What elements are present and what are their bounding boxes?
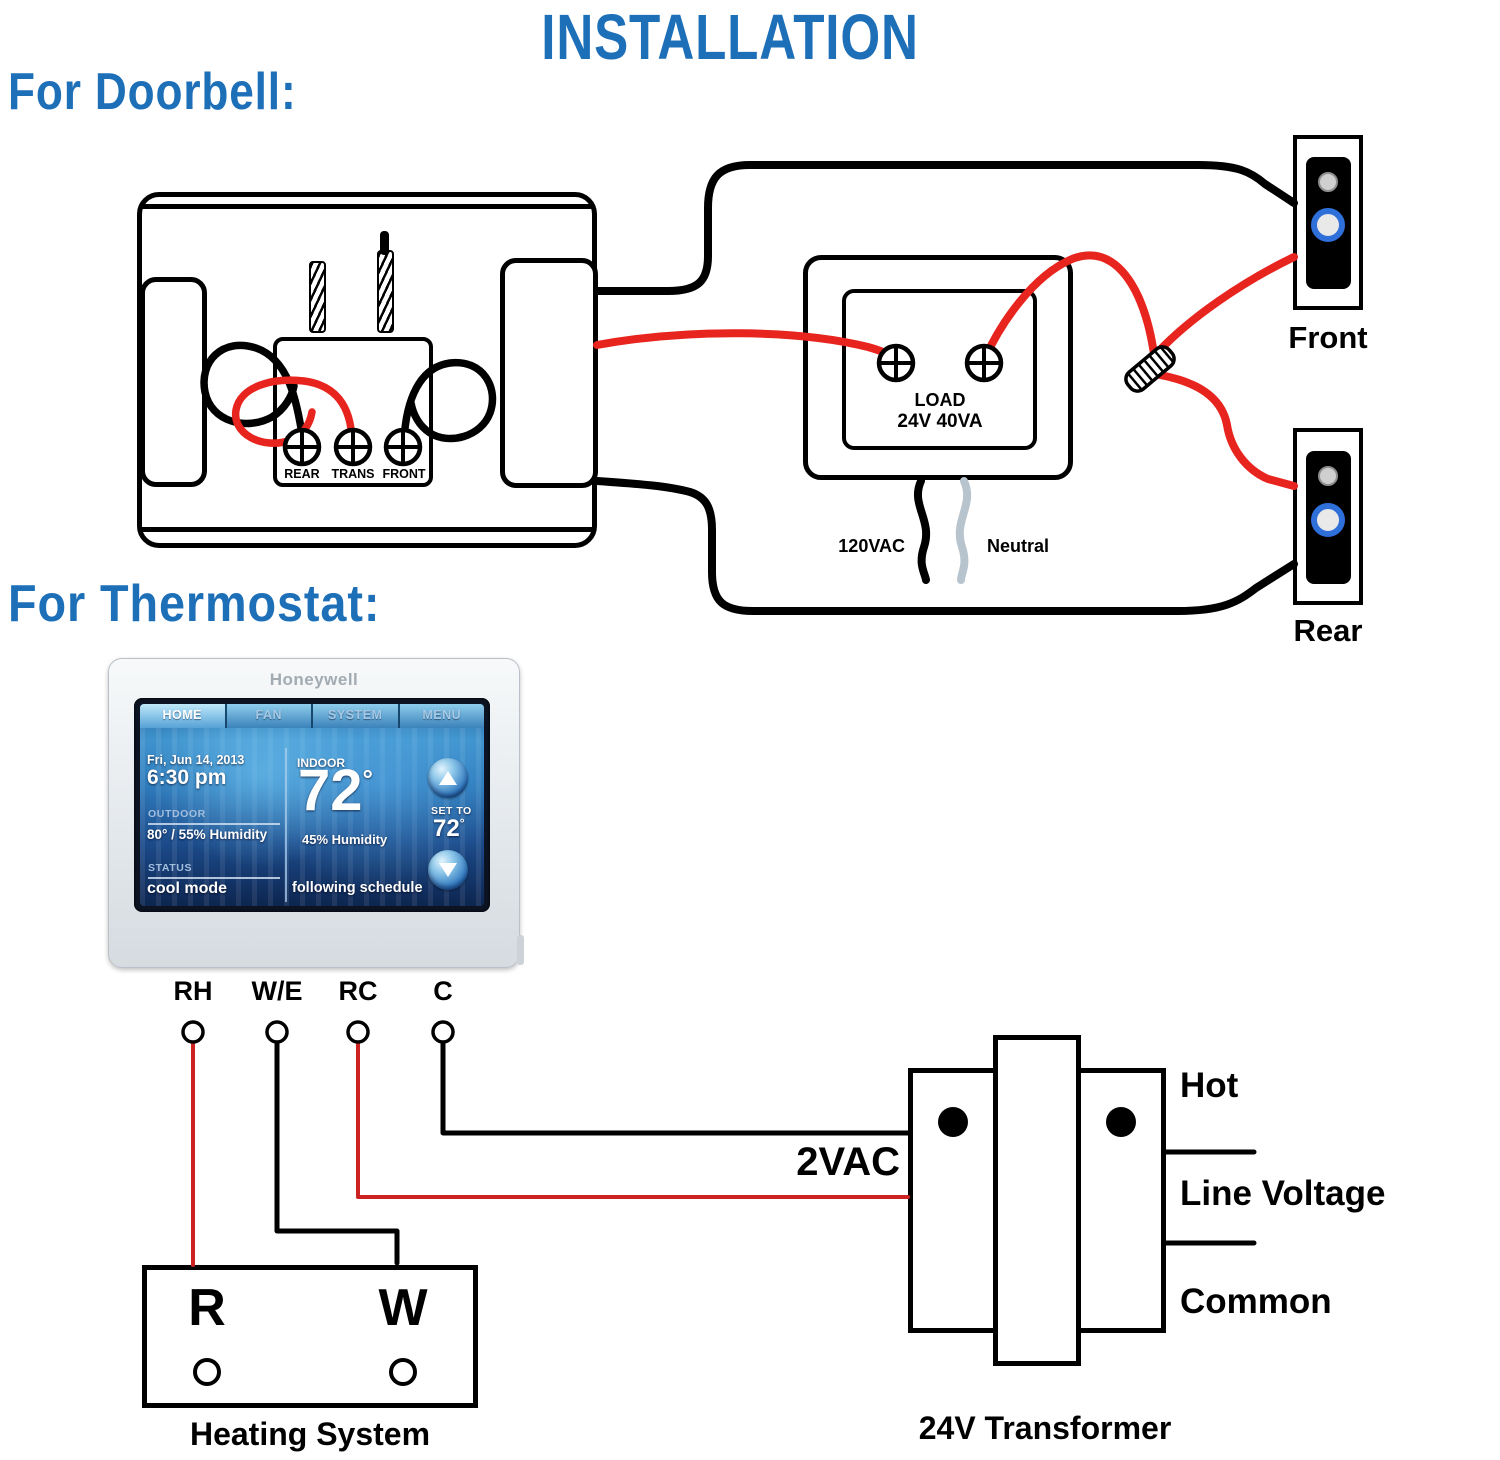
tab-home[interactable]: HOME bbox=[140, 704, 227, 728]
tab-menu[interactable]: MENU bbox=[399, 704, 484, 728]
indoor-temp-degree: ° bbox=[362, 764, 373, 794]
wire-red-nut-to-front bbox=[1154, 253, 1298, 356]
status-divider bbox=[148, 877, 280, 879]
transformer-primary-coil bbox=[908, 1068, 998, 1333]
rear-camera-icon bbox=[1318, 466, 1338, 486]
tab-system[interactable]: SYSTEM bbox=[313, 704, 400, 728]
chime-terminal-block bbox=[273, 337, 433, 487]
arrow-up-icon bbox=[439, 771, 457, 785]
indoor-humidity: 45% Humidity bbox=[302, 832, 388, 847]
indoor-caption: INDOOR bbox=[297, 756, 345, 770]
neutral-label: Neutral bbox=[987, 536, 1050, 556]
tab-fan[interactable]: FAN bbox=[226, 704, 313, 728]
front-ring-button-icon bbox=[1311, 208, 1345, 242]
screen-time: 6:30 pm bbox=[147, 766, 227, 789]
common-label: Common bbox=[1180, 1282, 1332, 1321]
chime-bottom-cap-line bbox=[142, 527, 592, 532]
temp-down-button[interactable] bbox=[428, 850, 468, 890]
front-button-label: Front bbox=[1288, 320, 1368, 355]
wire-red-nut-to-rear bbox=[1156, 371, 1298, 490]
wire-black-c-to-transformer bbox=[440, 1039, 911, 1136]
chime-top-cap-line bbox=[142, 204, 592, 209]
doorbell-section-heading: For Doorbell: bbox=[8, 63, 297, 121]
thermostat-section-heading: For Thermostat: bbox=[8, 575, 381, 633]
line-120vac-label: 120VAC bbox=[838, 536, 905, 556]
front-camera-icon bbox=[1318, 172, 1338, 192]
rear-button-label: Rear bbox=[1293, 613, 1363, 648]
screen-date: Fri, Jun 14, 2013 bbox=[147, 753, 245, 767]
heating-terminal-w: W bbox=[378, 1279, 428, 1337]
page-title: INSTALLATION bbox=[541, 1, 919, 73]
indoor-temp-value: 72 bbox=[298, 758, 363, 823]
wire-120vac bbox=[913, 477, 931, 584]
arrow-down-icon bbox=[439, 863, 457, 877]
thermostat-brand: Honeywell bbox=[269, 670, 359, 689]
set-to-caption: SET TO bbox=[431, 805, 472, 817]
wire-neutral bbox=[955, 477, 972, 584]
chime-right-tab bbox=[500, 258, 598, 488]
temp-up-button[interactable] bbox=[428, 758, 468, 798]
wire-nut-icon bbox=[1124, 345, 1176, 393]
thermostat-tabbar: HOME FAN SYSTEM MENU bbox=[140, 704, 484, 728]
transformer-secondary-coil bbox=[1076, 1068, 1166, 1333]
mounting-screw-pin bbox=[380, 231, 389, 255]
terminal-label-rear: REAR bbox=[284, 467, 320, 481]
thermostat-terminal-we: W/E bbox=[251, 976, 303, 1006]
rear-ring-button-icon bbox=[1311, 503, 1345, 537]
chime-left-tab bbox=[140, 277, 207, 487]
wire-black-chime-to-rear bbox=[593, 477, 1298, 615]
set-to-value: 72° bbox=[433, 815, 465, 842]
schedule-status: following schedule bbox=[292, 880, 423, 896]
thermostat-terminal-rh: RH bbox=[173, 976, 213, 1006]
line-voltage-label: Line Voltage bbox=[1180, 1174, 1386, 1213]
thermostat-side-notch bbox=[517, 935, 524, 965]
status-caption: STATUS bbox=[148, 862, 193, 874]
heating-system-caption: Heating System bbox=[189, 1416, 431, 1452]
indoor-temperature: 72° bbox=[298, 762, 373, 820]
hot-label: Hot bbox=[1180, 1066, 1239, 1105]
outdoor-value: 80° / 55% Humidity bbox=[147, 827, 268, 842]
wire-black-we-to-heating bbox=[274, 1039, 400, 1266]
thermostat-terminal-rc: RC bbox=[338, 976, 378, 1006]
transformer-load-label: LOAD bbox=[914, 390, 966, 410]
status-value: cool mode bbox=[147, 880, 228, 897]
mounting-screw-icon bbox=[309, 261, 326, 333]
screen-vertical-divider bbox=[285, 748, 287, 902]
thermostat-terminal-c: C bbox=[433, 976, 453, 1006]
transformer-rating-label: 24V 40VA bbox=[897, 411, 983, 432]
transformer-core bbox=[993, 1035, 1081, 1366]
terminal-label-front: FRONT bbox=[382, 467, 426, 481]
transformer-caption: 24V Transformer bbox=[918, 1410, 1172, 1446]
outdoor-caption: OUTDOOR bbox=[148, 808, 206, 820]
mounting-screw-icon bbox=[377, 250, 394, 333]
terminal-label-trans: TRANS bbox=[331, 467, 375, 481]
heating-terminal-r: R bbox=[188, 1279, 226, 1337]
thermostat-screen: HOME FAN SYSTEM MENU Fri, Jun 14, 2013 6… bbox=[140, 704, 484, 906]
thermostat-pin-icon bbox=[181, 1020, 455, 1044]
outdoor-divider bbox=[148, 823, 280, 825]
vac-label: 2VAC bbox=[796, 1140, 900, 1184]
